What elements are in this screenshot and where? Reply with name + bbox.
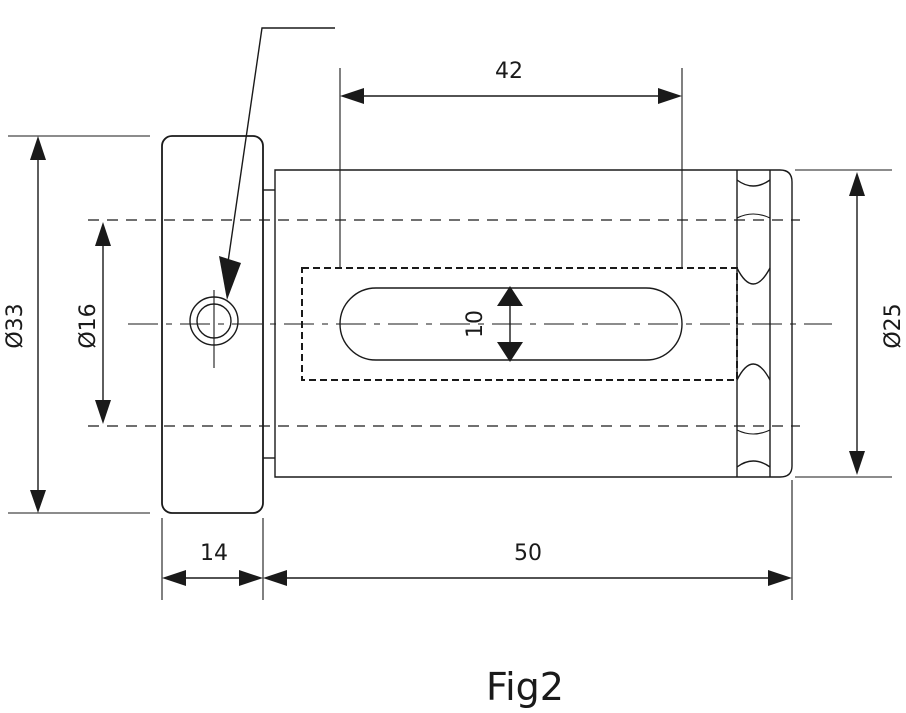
dim-label-flange-length: 14	[200, 541, 228, 566]
figure-caption: Fig2	[486, 665, 564, 709]
leader-arrow	[219, 27, 335, 300]
dim-label-bore-diameter: Ø16	[76, 303, 101, 348]
dim-label-overall-diameter: Ø33	[3, 303, 28, 348]
dim-bore-diameter: Ø16	[76, 222, 111, 424]
flange	[161, 135, 264, 514]
dim-slot-width: 10	[463, 286, 523, 362]
dim-label-shank-diameter: Ø25	[881, 303, 906, 348]
dim-flange-length: 14	[162, 541, 263, 586]
dim-overall-diameter: Ø33	[3, 136, 46, 513]
dim-label-slot-width: 10	[463, 310, 488, 338]
dim-label-slot-length: 42	[495, 59, 523, 84]
step	[263, 189, 275, 459]
hidden-bore-lines	[88, 219, 800, 427]
dim-shank-length: 50	[263, 541, 792, 586]
dim-shank-diameter: Ø25	[849, 172, 906, 475]
dim-slot-length: 42	[340, 59, 682, 104]
extension-lines	[8, 68, 892, 600]
dim-label-shank-length: 50	[514, 541, 542, 566]
screw-hole	[189, 290, 239, 368]
